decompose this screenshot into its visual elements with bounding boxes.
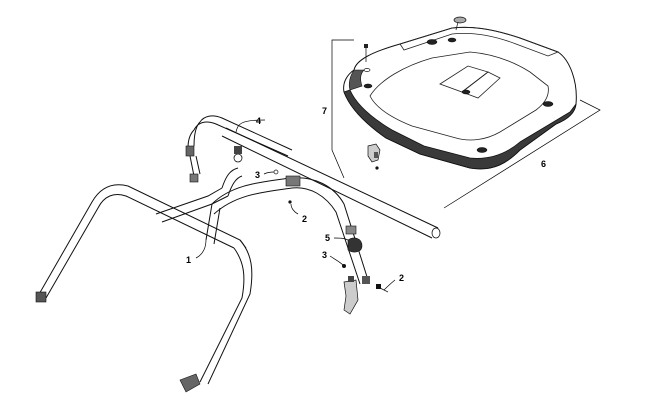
leader-lines [195, 119, 396, 291]
roll-cage-front-hoop [35, 167, 293, 393]
callout-3a: 3 [255, 170, 260, 180]
callout-2b: 2 [399, 273, 404, 283]
roof-panel [343, 16, 577, 170]
roof-fastener [363, 44, 381, 170]
lower-bracket [342, 264, 389, 315]
callout-2a: 2 [302, 214, 307, 224]
callout-1: 1 [186, 255, 191, 265]
callout-4: 4 [256, 116, 261, 126]
right-side-tube [285, 175, 370, 285]
upper-hardware [273, 169, 292, 204]
upper-bar [185, 115, 441, 239]
callout-6: 6 [541, 159, 546, 169]
callout-5: 5 [325, 233, 330, 243]
callout-7: 7 [322, 106, 327, 116]
callout-3b: 3 [322, 250, 327, 260]
callout-brackets [331, 39, 601, 209]
callout-labels: 1 2 2 3 3 4 5 6 7 [186, 106, 546, 283]
